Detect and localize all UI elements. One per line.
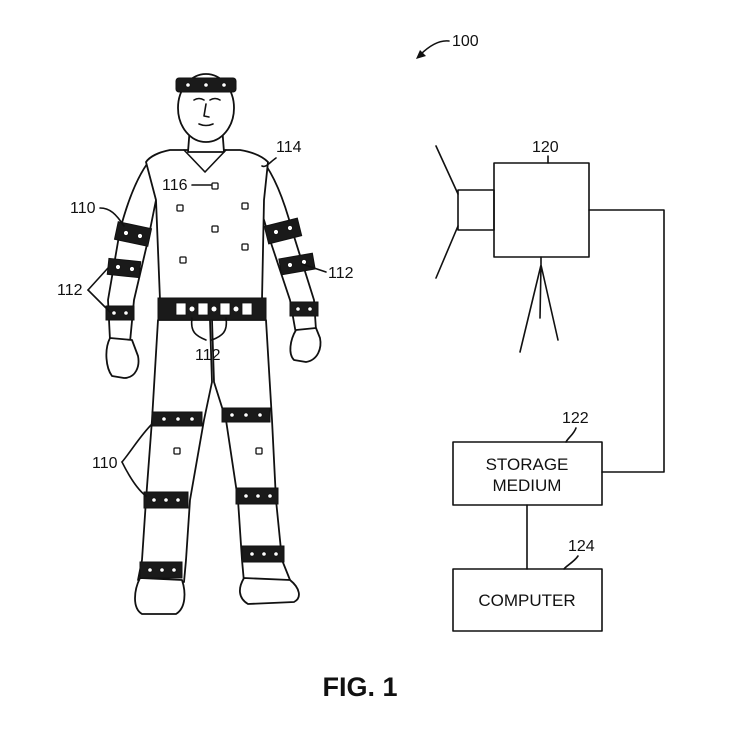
performer-figure xyxy=(105,73,322,615)
marker-ref-label-waist: 112 xyxy=(195,347,221,364)
storage-label-line2: MEDIUM xyxy=(493,476,562,495)
right-shoe xyxy=(239,577,300,605)
camera-to-storage-line xyxy=(588,209,665,473)
band-ref-label-legs: 110 xyxy=(92,455,118,472)
marker-ref-label: 116 xyxy=(162,177,188,194)
field-of-view-lines xyxy=(435,145,459,279)
storage-label-line1: STORAGE xyxy=(486,455,569,474)
system-ref-label: 100 xyxy=(452,33,479,50)
marker-ref-label-left: 112 xyxy=(57,282,83,299)
marker xyxy=(241,243,249,251)
torso xyxy=(145,149,269,301)
right-leg xyxy=(211,319,291,583)
marker xyxy=(211,225,219,233)
computer-124: COMPUTER 124 xyxy=(452,538,603,632)
left-wrist-band xyxy=(105,305,135,321)
marker xyxy=(179,256,187,264)
storage-medium-122: STORAGE MEDIUM 122 xyxy=(452,410,603,506)
right-wrist-band xyxy=(289,301,319,317)
computer-ref-label: 124 xyxy=(568,538,595,555)
left-upper-arm-band xyxy=(113,221,153,247)
marker-ref-label-right: 112 xyxy=(328,265,354,282)
storage-ref-label: 122 xyxy=(562,410,589,427)
left-forearm-band xyxy=(106,257,142,279)
right-hand xyxy=(289,327,322,363)
right-forearm-band xyxy=(278,252,316,276)
left-hand xyxy=(105,337,140,379)
figure-caption: FIG. 1 xyxy=(322,672,397,702)
right-upper-arm-band xyxy=(263,217,303,245)
camera-lens xyxy=(457,189,495,231)
tripod xyxy=(519,256,559,353)
suit-ref-label: 114 xyxy=(276,139,302,156)
left-arm xyxy=(107,159,157,343)
marker xyxy=(211,182,219,190)
marker xyxy=(173,447,181,455)
computer-label: COMPUTER xyxy=(478,591,575,610)
camera-ref-label: 120 xyxy=(532,139,559,156)
band-ref-label-arm: 110 xyxy=(70,200,96,217)
marker xyxy=(176,204,184,212)
marker xyxy=(241,202,249,210)
left-shoe xyxy=(134,577,186,615)
camera-120: 120 xyxy=(435,139,590,353)
figure-annotations: 100 114 116 110 112 112 112 110 xyxy=(57,33,479,497)
marker xyxy=(255,447,263,455)
camera-body xyxy=(493,162,590,258)
